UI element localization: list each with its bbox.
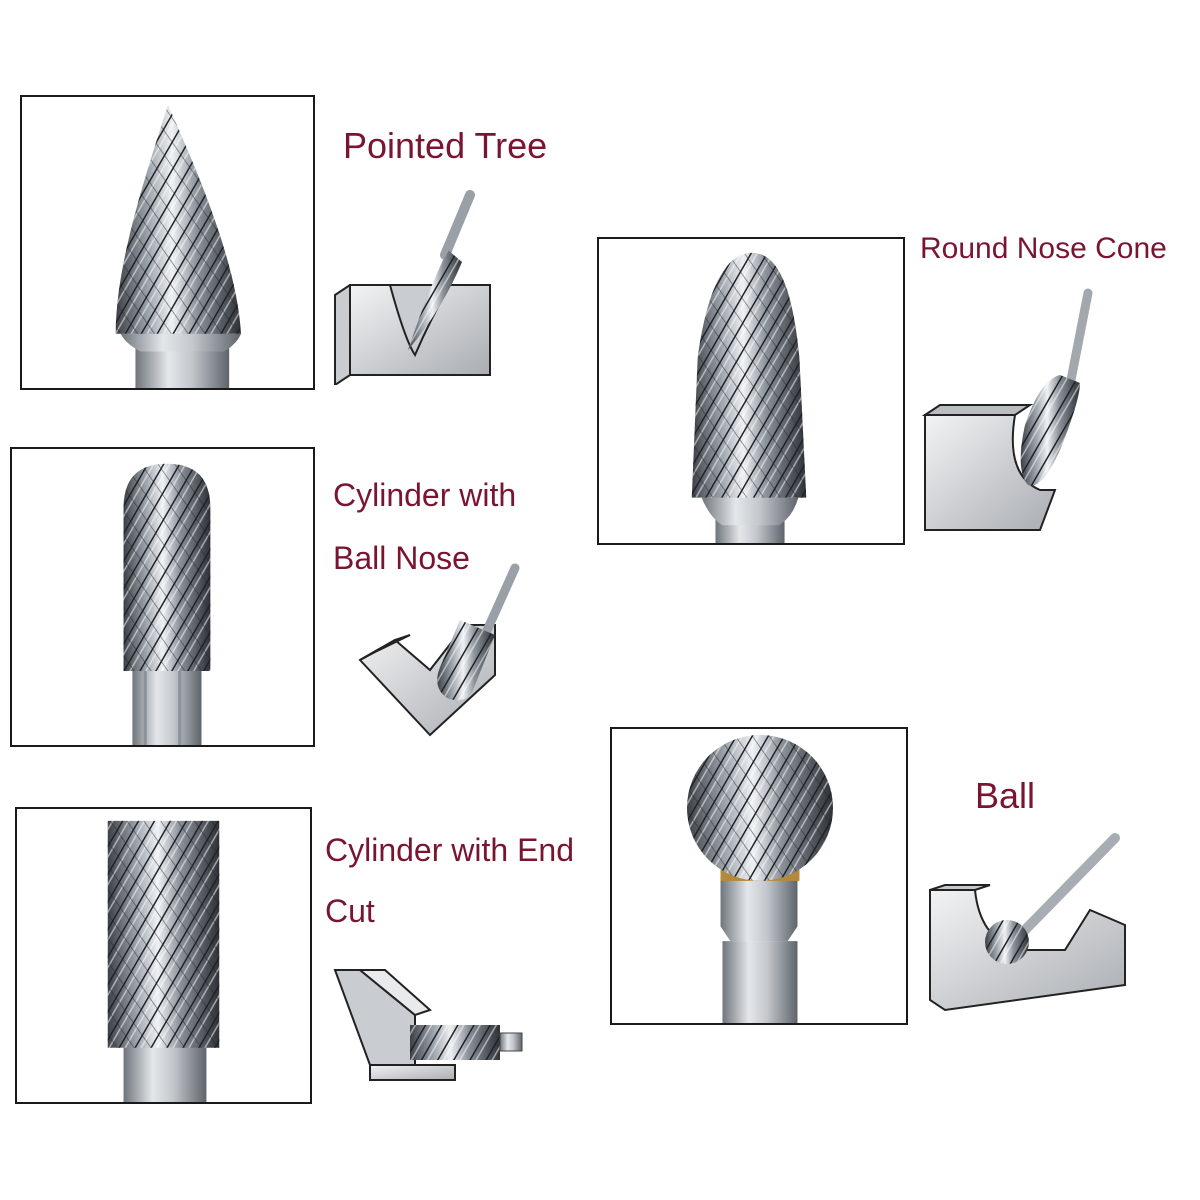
cylinder-end-cut-burr-image: [107, 820, 220, 1102]
cylinder-ball-nose-usage-illustration: [358, 563, 520, 737]
ball-photo-frame: [610, 727, 908, 1025]
ball-burr-image: [686, 734, 833, 1023]
cylinder-ball-nose-burr-image: [123, 463, 211, 745]
pointed-tree-photo-frame: [20, 95, 315, 390]
ball-label: Ball: [975, 775, 1036, 816]
cylinder-ball-nose-label-line1: Cylinder with: [333, 477, 517, 513]
cylinder-end-cut-label-line1: Cylinder with End: [325, 832, 574, 868]
cylinder-ball-nose-photo-frame: [10, 447, 315, 747]
round-nose-cone-photo-frame: [597, 237, 905, 545]
cylinder-end-cut-usage-illustration: [333, 969, 523, 1081]
round-nose-cone-label: Round Nose Cone: [920, 232, 1167, 265]
ball-usage-illustration: [929, 833, 1126, 1012]
cylinder-ball-nose-label-line2: Ball Nose: [333, 540, 470, 576]
pointed-tree-burr-image: [115, 104, 241, 388]
round-nose-cone-usage-illustration: [921, 288, 1093, 531]
round-nose-cone-burr-image: [691, 252, 807, 543]
cylinder-end-cut-photo-frame: [15, 807, 312, 1104]
pointed-tree-label: Pointed Tree: [343, 125, 548, 166]
pointed-tree-usage-illustration: [334, 190, 491, 385]
cylinder-end-cut-label-line2: Cut: [325, 893, 375, 929]
